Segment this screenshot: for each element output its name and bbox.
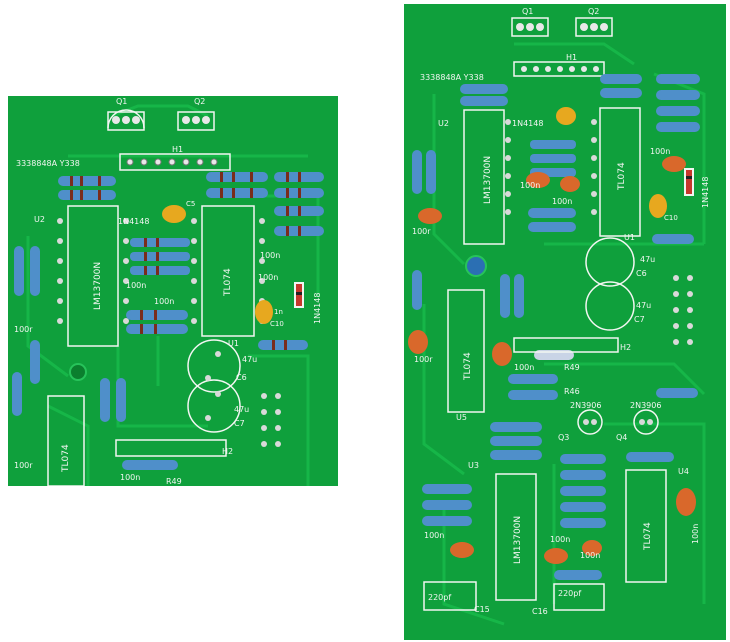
label-220pf-b: 220pf — [558, 589, 581, 598]
label-c5: C5 — [186, 200, 195, 208]
transistor-pads — [107, 109, 215, 131]
ic-u4-outline — [625, 469, 667, 583]
resistor-bands — [70, 172, 301, 350]
label-tl074-c: TL074 — [643, 522, 653, 551]
label-part-no: 3338848A Y338 — [420, 73, 484, 82]
label-r46: R46 — [564, 387, 580, 396]
label-47u-a: 47u — [242, 355, 257, 364]
label-100n-c: 100n — [154, 297, 174, 306]
label-h2: H2 — [620, 343, 631, 352]
label-u4: U4 — [678, 467, 689, 476]
label-u1: U1 — [228, 339, 239, 348]
left-pcb-photo: Q1 Q2 H1 3338848A Y338 U2 1N4148 C5 LM13… — [8, 96, 338, 486]
label-100n-a: 100n — [650, 147, 670, 156]
label-100r: 100r — [14, 325, 33, 334]
capacitors — [162, 205, 273, 433]
ic-pads — [505, 119, 693, 345]
label-1n: 1n — [274, 308, 283, 316]
label-q4: Q4 — [616, 433, 627, 442]
label-u1: U1 — [624, 233, 635, 242]
label-q3: Q3 — [558, 433, 569, 442]
label-c10: C10 — [664, 214, 678, 222]
ic-u2-outline — [67, 205, 119, 347]
label-c7: C7 — [634, 315, 645, 324]
label-c16: C16 — [532, 607, 548, 616]
label-q1: Q1 — [116, 97, 127, 106]
label-100n-b: 100n — [126, 281, 146, 290]
label-tl074-b: TL074 — [463, 352, 473, 381]
right-pcb-photo: Q1 Q2 H1 3338848A Y338 U2 1N4148 LM13700… — [404, 4, 726, 640]
label-100n-h: 100n — [691, 524, 700, 544]
diode-1n4148 — [684, 168, 694, 196]
label-q2: Q2 — [588, 7, 599, 16]
label-u2: U2 — [34, 215, 45, 224]
label-100n-a: 100n — [260, 251, 280, 260]
transistor-pads-top — [511, 17, 613, 37]
label-u3: U3 — [468, 461, 479, 470]
right-pcb-drawing: Q1 Q2 H1 3338848A Y338 U2 1N4148 LM13700… — [404, 4, 726, 640]
label-c15: C15 — [474, 605, 490, 614]
pad-grid — [261, 393, 281, 447]
label-100n-e: 100n — [424, 531, 444, 540]
label-diode-2: 1N4148 — [701, 177, 710, 208]
ic-u1-outline — [599, 107, 641, 237]
ic-u5-outline — [47, 395, 85, 486]
label-h2: H2 — [222, 447, 233, 456]
header-h2 — [513, 337, 619, 353]
label-c10: C10 — [270, 320, 284, 328]
label-47u-b: 47u — [234, 405, 249, 414]
header-h2 — [115, 439, 227, 457]
header-h1 — [513, 61, 605, 77]
label-diode-1: 1N4148 — [118, 217, 149, 226]
label-lm13700n: LM13700N — [93, 262, 103, 310]
label-lm13700n-b: LM13700N — [513, 516, 523, 564]
label-100n-e: 100n — [120, 473, 140, 482]
label-q4-type: 2N3906 — [630, 401, 661, 410]
label-100n-d: 100n — [258, 273, 278, 282]
label-q2: Q2 — [194, 97, 205, 106]
label-r49: R49 — [564, 363, 580, 372]
transistor-pads-bottom — [577, 409, 659, 435]
diode-1n4148 — [294, 282, 304, 308]
label-q1: Q1 — [522, 7, 533, 16]
label-diode-1: 1N4148 — [512, 119, 543, 128]
mounting-hole — [465, 255, 487, 277]
label-r49: R49 — [166, 477, 182, 486]
label-100n-b: 100n — [520, 181, 540, 190]
label-100r: 100r — [412, 227, 431, 236]
label-tl074: TL074 — [617, 162, 627, 191]
label-220pf-a: 220pf — [428, 593, 451, 602]
label-part-no: 3338848A Y338 — [16, 159, 80, 168]
label-47u-a: 47u — [640, 255, 655, 264]
ic-u2-outline — [463, 109, 505, 245]
label-100n-f: 100n — [550, 535, 570, 544]
label-100n-c: 100n — [552, 197, 572, 206]
header-h1 — [119, 153, 231, 171]
label-u5: U5 — [456, 413, 467, 422]
label-tl074: TL074 — [223, 268, 233, 297]
label-c7: C7 — [234, 419, 245, 428]
ic-u1-outline — [201, 205, 255, 337]
ic-u3-outline — [495, 473, 537, 601]
capacitors — [408, 107, 696, 611]
label-100n-g: 100n — [580, 551, 600, 560]
label-h1: H1 — [172, 145, 183, 154]
label-lm13700n: LM13700N — [483, 156, 493, 204]
label-tl074-b: TL074 — [61, 444, 71, 473]
label-q3-type: 2N3906 — [570, 401, 601, 410]
mounting-hole — [69, 363, 87, 381]
copper-traces — [422, 42, 706, 626]
left-pcb-drawing: Q1 Q2 H1 3338848A Y338 U2 1N4148 C5 LM13… — [8, 96, 338, 486]
label-c6: C6 — [636, 269, 647, 278]
label-diode-2: 1N4148 — [313, 293, 322, 324]
label-100r-b: 100r — [14, 461, 33, 470]
label-u2: U2 — [438, 119, 449, 128]
label-h1: H1 — [566, 53, 577, 62]
ic-u5-outline — [447, 289, 485, 413]
label-47u-b: 47u — [636, 301, 651, 310]
label-100n-d: 100n — [514, 363, 534, 372]
label-100r-b: 100r — [414, 355, 433, 364]
label-c6: C6 — [236, 373, 247, 382]
